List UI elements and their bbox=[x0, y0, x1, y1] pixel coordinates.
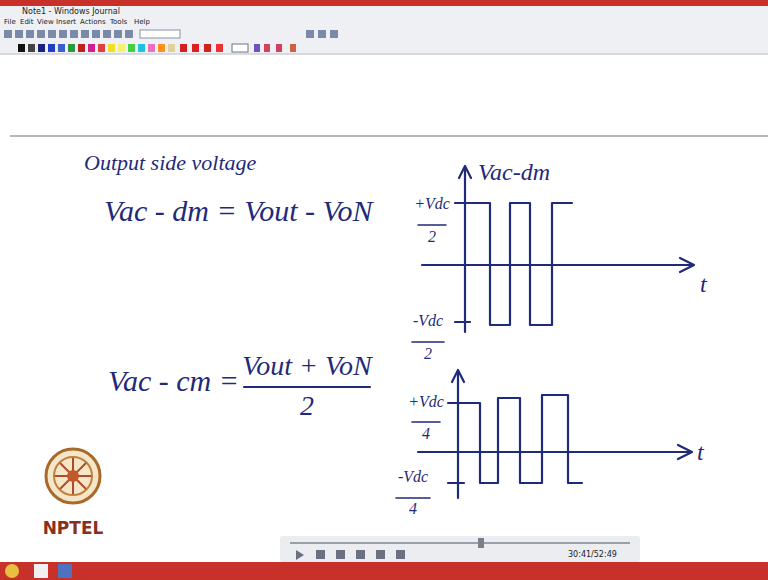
tick-label: -Vdc bbox=[398, 469, 428, 485]
axis-arrow bbox=[678, 445, 692, 459]
x-axis bbox=[418, 451, 690, 453]
toolbar-edge bbox=[0, 54, 768, 55]
x-axis bbox=[422, 264, 692, 266]
top-strip bbox=[0, 0, 768, 6]
menu-item: Edit bbox=[20, 19, 34, 26]
menu-item: Actions bbox=[80, 19, 106, 26]
menu-item: File bbox=[4, 19, 16, 26]
video-controls bbox=[296, 550, 405, 560]
y-axis bbox=[457, 372, 459, 498]
seek-thumb bbox=[478, 538, 484, 548]
seek-track bbox=[290, 542, 630, 544]
toolbar-icons bbox=[4, 30, 338, 38]
color-palette bbox=[18, 44, 296, 52]
tick bbox=[455, 321, 470, 323]
menu-item: Tools bbox=[110, 19, 127, 26]
y-axis bbox=[464, 168, 466, 332]
fraction-denominator: 2 bbox=[300, 392, 314, 420]
start-button bbox=[5, 564, 19, 578]
tick-label: +Vdc bbox=[408, 394, 444, 410]
logo-text: NPTEL bbox=[43, 520, 104, 537]
axis-arrow bbox=[459, 166, 471, 178]
menu-item: Insert bbox=[56, 19, 76, 26]
tick-label: 4 bbox=[409, 501, 417, 517]
menu-item: Help bbox=[134, 19, 150, 26]
nptel-emblem bbox=[46, 449, 100, 503]
menu-item: View bbox=[37, 19, 54, 26]
fraction-bar bbox=[418, 224, 446, 226]
equation: Vac - dm = Vout - VoN bbox=[104, 196, 373, 226]
axis-label: Vac-dm bbox=[478, 160, 550, 184]
equation: Vac - cm = bbox=[108, 366, 239, 396]
tick-label: 2 bbox=[428, 229, 436, 245]
axis-label: t bbox=[700, 272, 707, 296]
fraction-bar bbox=[396, 497, 430, 499]
toolbar-area bbox=[0, 6, 768, 54]
tick-label: 4 bbox=[422, 426, 430, 442]
heading-note: Output side voltage bbox=[84, 152, 256, 174]
square-wave bbox=[458, 395, 582, 483]
fraction-bar bbox=[244, 386, 370, 388]
taskbar-icon bbox=[34, 564, 48, 578]
tick-label: 2 bbox=[424, 346, 432, 362]
square-wave bbox=[465, 203, 572, 325]
video-bar bbox=[280, 536, 640, 562]
axis-label: t bbox=[697, 440, 704, 464]
window-title: Note1 - Windows Journal bbox=[22, 8, 120, 16]
tick-label: +Vdc bbox=[414, 196, 450, 212]
taskbar-icon bbox=[58, 564, 72, 578]
tick-label: -Vdc bbox=[413, 313, 443, 329]
axis-arrow bbox=[452, 370, 464, 382]
fraction-bar bbox=[412, 341, 444, 343]
taskbar bbox=[0, 562, 768, 580]
page-separator bbox=[10, 135, 768, 137]
axis-arrow bbox=[680, 258, 694, 272]
time-display: 30:41/52:49 bbox=[568, 551, 617, 559]
tick bbox=[448, 482, 464, 484]
fraction-numerator: Vout + VoN bbox=[242, 352, 371, 380]
fraction-bar bbox=[412, 421, 440, 423]
